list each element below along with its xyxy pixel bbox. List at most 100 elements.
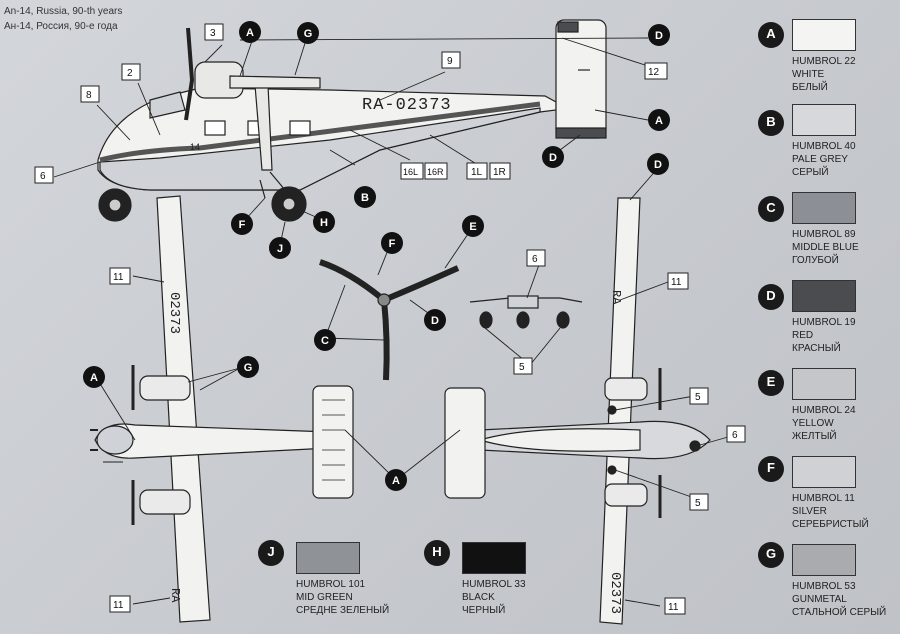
svg-text:6: 6 (40, 171, 46, 182)
legend-letter: H (424, 540, 450, 566)
color-swatch (296, 542, 360, 574)
title-russian: Ан-14, Россия, 90-е года (4, 21, 118, 32)
bottom-nacelle (604, 483, 648, 507)
callout-D: D (424, 309, 446, 331)
side-belly-stripe (99, 107, 541, 191)
propeller-blade (381, 299, 390, 381)
svg-text:11: 11 (671, 277, 682, 288)
svg-text:D: D (549, 152, 557, 164)
decal-marker-16L: 16L (400, 162, 424, 180)
top-wing (156, 195, 211, 623)
callout-G: G (297, 22, 319, 44)
svg-text:G: G (244, 362, 253, 374)
side-propeller (184, 27, 195, 121)
decal-marker-1R: 1R (489, 162, 511, 180)
svg-text:11: 11 (113, 272, 124, 283)
svg-text:C: C (321, 335, 329, 347)
propeller-blade (382, 265, 460, 303)
decal-marker-3: 3 (204, 23, 224, 41)
svg-text:16R: 16R (427, 167, 444, 177)
color-swatch (792, 544, 856, 576)
svg-text:E: E (469, 221, 476, 233)
svg-text:1R: 1R (493, 167, 506, 178)
svg-text:11: 11 (113, 600, 124, 611)
propeller-detail (319, 259, 460, 381)
callout-B: B (354, 186, 376, 208)
legend-letter: B (758, 110, 784, 136)
bottom-fuselage-pattern (477, 428, 641, 452)
callout-G: G (237, 356, 259, 378)
svg-text:A: A (655, 115, 663, 127)
decal-marker-5: 5 (689, 387, 709, 405)
callout-A: A (385, 469, 407, 491)
side-cheatline (99, 101, 541, 163)
side-registration: RA-02373 (362, 96, 452, 115)
svg-text:A: A (90, 372, 98, 384)
svg-text:16L: 16L (403, 167, 418, 177)
callout-letters: A G D A D D B F H J F E C D G A A (83, 21, 670, 491)
side-wing-strut (254, 84, 273, 171)
side-wing (229, 75, 321, 89)
legend-letter: A (758, 22, 784, 48)
top-nacelle (139, 375, 191, 401)
svg-text:A: A (392, 475, 400, 487)
callout-D: D (648, 24, 670, 46)
callout-J: J (269, 237, 291, 259)
svg-text:3: 3 (210, 28, 216, 39)
bottom-wing-reg-prefix: RA (609, 290, 623, 305)
bottom-view (444, 197, 711, 625)
svg-text:12: 12 (648, 67, 660, 78)
top-cockpit (96, 425, 134, 455)
side-window (204, 120, 226, 136)
svg-text:8: 8 (86, 90, 92, 101)
color-swatch (792, 19, 856, 51)
color-swatch (792, 104, 856, 136)
svg-text:B: B (361, 192, 369, 204)
decal-marker-2: 2 (121, 63, 141, 81)
color-swatch (462, 542, 526, 574)
bottom-nacelle (604, 377, 648, 401)
bottom-wing-registration: 02373 (607, 572, 623, 614)
svg-text:6: 6 (732, 430, 738, 441)
svg-text:D: D (431, 315, 439, 327)
decal-marker-9: 9 (441, 51, 461, 69)
svg-text:5: 5 (519, 362, 525, 373)
legend-letter: C (758, 196, 784, 222)
legend-letter: G (758, 542, 784, 568)
callout-D: D (647, 153, 669, 175)
callout-H: H (313, 211, 335, 233)
decal-marker-16R: 16R (424, 162, 448, 180)
svg-text:A: A (246, 27, 254, 39)
title-english: An-14, Russia, 90-th years (4, 6, 123, 17)
side-fuselage-number: 14 (190, 142, 200, 152)
svg-text:H: H (320, 217, 328, 229)
top-wing-reg-bottom: RA (168, 588, 182, 603)
svg-text:F: F (389, 238, 396, 250)
callout-F: F (381, 232, 403, 254)
callout-A: A (239, 21, 261, 43)
decal-marker-11: 11 (667, 272, 689, 290)
top-stabilizer (312, 385, 354, 499)
bottom-stabilizer (444, 387, 486, 499)
decal-marker-1L: 1L (466, 162, 488, 180)
side-view (97, 19, 607, 222)
callout-F: F (231, 213, 253, 235)
gear-detail (469, 295, 583, 329)
decal-marker-11: 11 (109, 267, 131, 285)
top-wing-registration: 02373 (166, 292, 182, 334)
svg-text:11: 11 (668, 602, 679, 613)
decal-marker-6: 6 (726, 425, 746, 443)
svg-text:G: G (304, 28, 313, 40)
side-window (289, 120, 311, 136)
side-tail-fin (555, 19, 607, 139)
